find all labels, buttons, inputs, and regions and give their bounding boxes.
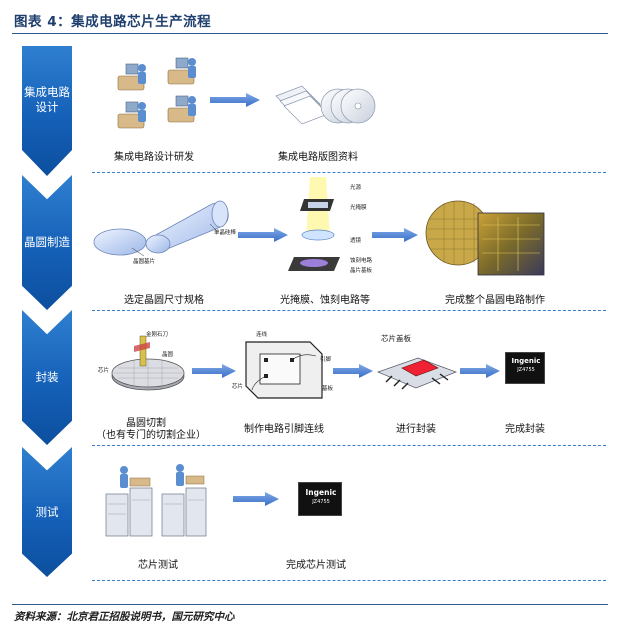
callout-cover: 芯片盖板 [381,334,411,343]
wafer-dicing-illustration [111,335,185,391]
callout-wafer: 晶圆 [162,352,174,358]
tested-chip-model: JZ4755 [312,499,330,505]
arrow-wafer-1 [238,228,288,242]
top-divider [12,33,608,34]
layout-docs-illustration [275,85,376,125]
source-note: 资料来源：北京君正招股说明书，国元研究中心 [14,611,235,623]
callout-silicon-ingot: 单晶硅棒 [214,230,237,236]
callout-etched: 蚀刻电路 [350,258,373,264]
lithography-illustration [288,177,340,271]
step-package-dicing-1: 晶圆切割 [126,418,166,429]
packaging-illustration [377,357,457,390]
separator-1 [92,172,606,173]
arrow-package-3 [460,364,500,378]
arrow-test-1 [233,492,279,506]
step-design-layout: 集成电路版图资料 [278,152,358,163]
callout-die: 芯片 [98,368,110,374]
step-wafer-finished: 完成整个晶圆电路制作 [445,295,545,306]
figure-title: 图表 4：集成电路芯片生产流程 [14,14,212,30]
arrow-package-1 [192,364,236,378]
stage-label-test: 测试 [35,504,59,519]
chip-brand: Ingenic [511,357,541,365]
step-test-testing: 芯片测试 [138,560,178,571]
step-wafer-select: 选定晶圆尺寸规格 [124,295,204,306]
stage-label-design: 集成电路 设计 [24,85,70,114]
tested-chip: Ingenic JZ4755 [298,482,342,516]
callout-pins: 引脚 [320,357,332,363]
stage-label-wafer: 晶圆制造 [24,235,70,249]
step-package-dicing-2: （也有专门的切割企业） [96,430,206,441]
stage-chevron-test: 测试 [22,447,72,577]
separator-3 [92,445,606,446]
separator-4 [92,580,606,581]
callout-wire: 连线 [256,332,268,338]
stage-chevron-package: 封装 [22,310,72,445]
step-package-wiring: 制作电路引脚连线 [244,424,324,435]
callout-substrate: 晶片基板 [350,268,373,274]
separator-2 [92,310,606,311]
arrow-design-1 [210,93,260,107]
stage-chevron-wafer: 晶圆制造 [22,175,72,310]
step-test-done: 完成芯片测试 [286,560,346,571]
callout-light: 光源 [350,185,362,191]
wafer-ingot-illustration [93,200,229,257]
step-package-done: 完成封装 [505,424,545,435]
callout-frame: 基板 [322,386,334,392]
packaged-chip: Ingenic JZ4755 [505,352,545,384]
callout-mask: 光掩膜 [350,205,367,211]
step-wafer-lithography: 光掩膜、蚀刻电路等 [280,295,370,306]
callout-wafer-substrate: 晶圆基片 [133,259,156,265]
stage-chevron-design: 集成电路 设计 [22,46,72,176]
chip-testing-illustration [105,464,207,537]
stage-label-package: 封装 [35,370,59,384]
wire-bonding-illustration [245,341,323,399]
callout-lens: 透镜 [350,238,362,244]
arrow-package-2 [333,364,373,378]
callout-die2: 芯片 [232,384,244,390]
designers-illustration [117,57,196,129]
bottom-divider [12,604,608,605]
finished-wafer-illustration [425,200,545,276]
step-design-research: 集成电路设计研发 [114,152,194,163]
tested-chip-brand: Ingenic [305,488,337,497]
step-package-encapsulate: 进行封装 [396,424,436,435]
callout-blade: 金刚石刀 [146,332,169,338]
arrow-wafer-2 [372,228,418,242]
chip-model: JZ4755 [517,367,535,373]
